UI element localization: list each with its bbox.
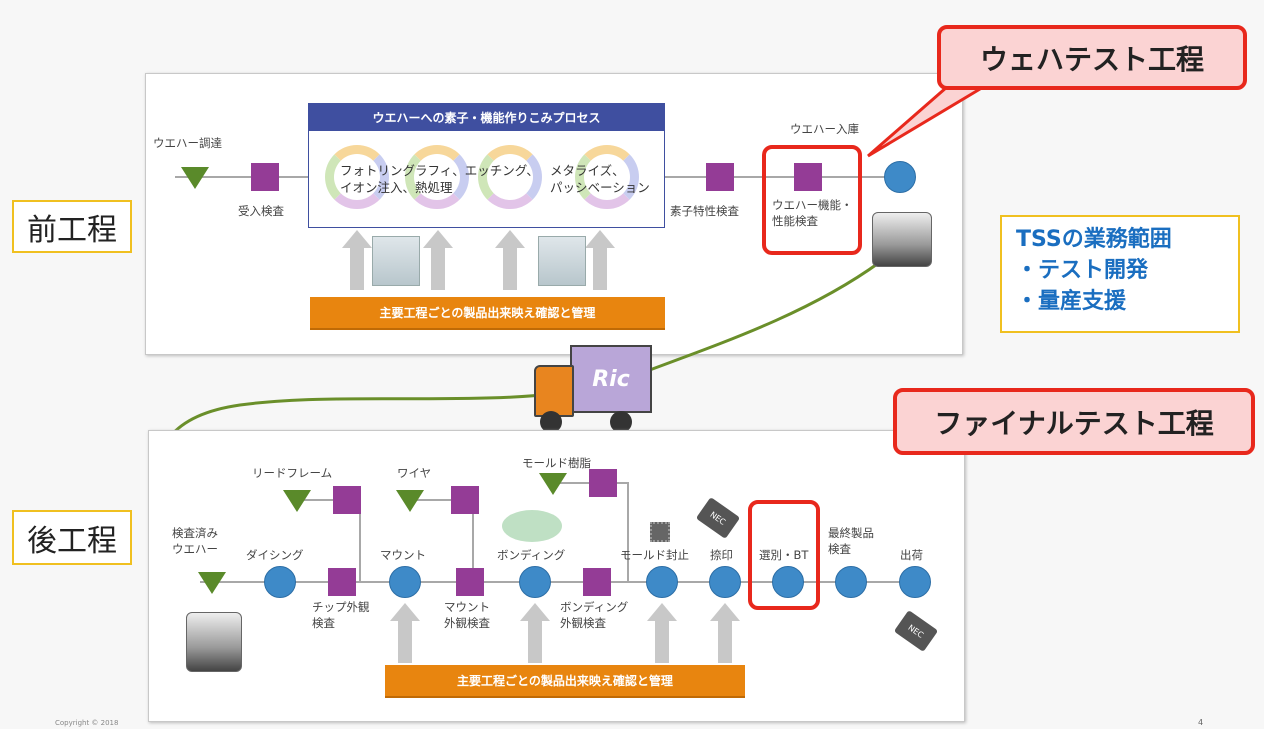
process-box-title: ウエハーへの素子・機能作りこみプロセス bbox=[309, 104, 664, 131]
factory-worker-image bbox=[372, 236, 420, 286]
tss-title: TSSの業務範囲 bbox=[1016, 227, 1172, 252]
copyright-text: Copyright © 2018 bbox=[55, 719, 119, 727]
label-mount: マウント bbox=[380, 548, 426, 562]
inspection-square-icon bbox=[583, 568, 611, 596]
up-arrow-icon bbox=[342, 230, 372, 290]
truck-icon: Ric bbox=[530, 345, 652, 437]
process-circle-icon bbox=[264, 566, 296, 598]
label-dicing: ダイシング bbox=[246, 548, 304, 562]
factory-worker-image bbox=[538, 236, 586, 286]
inspection-square-icon bbox=[251, 163, 279, 191]
back-quality-bar: 主要工程ごとの製品出来映え確認と管理 bbox=[385, 665, 745, 698]
final-test-highlight bbox=[748, 500, 820, 610]
inspection-square-icon bbox=[333, 486, 361, 514]
process-circle-icon bbox=[884, 161, 916, 193]
final-test-callout: ファイナルテスト工程 bbox=[893, 388, 1255, 455]
label-wafer-procure: ウエハー調達 bbox=[153, 136, 222, 150]
process-circle-icon bbox=[709, 566, 741, 598]
process-circle-icon bbox=[835, 566, 867, 598]
truck-wheel bbox=[540, 411, 562, 433]
branch-line bbox=[297, 499, 360, 501]
wafer-test-highlight bbox=[762, 145, 862, 255]
branch-line bbox=[472, 499, 474, 582]
label-incoming-inspection: 受入検査 bbox=[238, 204, 284, 218]
tss-item: ・量産支援 bbox=[1016, 288, 1127, 314]
label-device-test: 素子特性検査 bbox=[670, 204, 739, 218]
inspection-square-icon bbox=[451, 486, 479, 514]
process-circle-icon bbox=[899, 566, 931, 598]
page-number: 4 bbox=[1198, 718, 1204, 727]
tester-machine-image bbox=[872, 212, 932, 267]
transport-curve-arrow bbox=[156, 260, 881, 496]
label-chip-inspection: チップ外観 検査 bbox=[312, 600, 370, 630]
inspection-square-icon bbox=[456, 568, 484, 596]
cycle-icon bbox=[575, 145, 639, 209]
material-triangle-icon bbox=[283, 490, 311, 512]
up-arrow-icon bbox=[710, 603, 740, 663]
branch-line bbox=[627, 482, 629, 582]
label-final-inspection: 最終製品 検査 bbox=[828, 526, 874, 556]
back-flow-line bbox=[200, 581, 930, 583]
cycle-icon bbox=[325, 145, 389, 209]
label-inspected-wafer: 検査済み ウエハー bbox=[172, 526, 218, 556]
process-text-2: メタライズ、 パッシベーション bbox=[550, 163, 650, 195]
process-text-1: フォトリングラフィ、エッチング、 イオン注入、熱処理 bbox=[340, 163, 539, 195]
truck-logo: Ric bbox=[570, 345, 652, 413]
truck-cab bbox=[534, 365, 574, 417]
label-sort-bt: 選別・BT bbox=[759, 548, 809, 562]
material-triangle-icon bbox=[198, 572, 226, 594]
tester-machine-image bbox=[186, 612, 242, 672]
material-triangle-icon bbox=[539, 473, 567, 495]
label-bonding: ボンディング bbox=[497, 548, 566, 562]
tss-scope-box: TSSの業務範囲 ・テスト開発 ・量産支援 bbox=[1000, 215, 1240, 333]
front-quality-bar: 主要工程ごとの製品出来映え確認と管理 bbox=[310, 297, 665, 330]
back-process-label: 後工程 bbox=[12, 510, 132, 565]
up-arrow-icon bbox=[647, 603, 677, 663]
label-function-test: ウエハー機能・ 性能検査 bbox=[772, 198, 853, 228]
inspection-square-icon bbox=[706, 163, 734, 191]
front-process-label: 前工程 bbox=[12, 200, 132, 253]
label-mold-resin: モールド樹脂 bbox=[522, 456, 591, 470]
label-shipping: 出荷 bbox=[900, 548, 923, 562]
label-wire: ワイヤ bbox=[397, 466, 432, 480]
label-wafer-storage: ウエハー入庫 bbox=[790, 122, 859, 136]
bonding-chip-image bbox=[502, 510, 562, 542]
label-mold-seal: モールド封止 bbox=[620, 548, 689, 562]
label-leadframe: リードフレーム bbox=[252, 466, 333, 480]
up-arrow-icon bbox=[585, 230, 615, 290]
material-triangle-icon bbox=[181, 167, 209, 189]
label-marking: 捺印 bbox=[710, 548, 733, 562]
process-circle-icon bbox=[772, 566, 804, 598]
label-bonding-inspection: ボンディング 外観検査 bbox=[560, 600, 629, 630]
tss-item: ・テスト開発 bbox=[1016, 257, 1149, 283]
up-arrow-icon bbox=[390, 603, 420, 663]
up-arrow-icon bbox=[520, 603, 550, 663]
branch-line bbox=[359, 499, 361, 582]
truck-wheel bbox=[610, 411, 632, 433]
wafer-test-callout: ウェハテスト工程 bbox=[937, 25, 1247, 90]
wafer-test-callout-pointer bbox=[867, 78, 990, 158]
process-circle-icon bbox=[646, 566, 678, 598]
inspection-square-icon bbox=[328, 568, 356, 596]
inspection-square-icon bbox=[589, 469, 617, 497]
process-circle-icon bbox=[389, 566, 421, 598]
material-triangle-icon bbox=[396, 490, 424, 512]
branch-line bbox=[410, 499, 474, 501]
up-arrow-icon bbox=[423, 230, 453, 290]
molded-chip-icon bbox=[650, 522, 670, 542]
label-mount-inspection: マウント 外観検査 bbox=[444, 600, 490, 630]
cycle-icon bbox=[478, 145, 542, 209]
cycle-icon bbox=[405, 145, 469, 209]
process-circle-icon bbox=[519, 566, 551, 598]
up-arrow-icon bbox=[495, 230, 525, 290]
inspection-square-icon bbox=[794, 163, 822, 191]
